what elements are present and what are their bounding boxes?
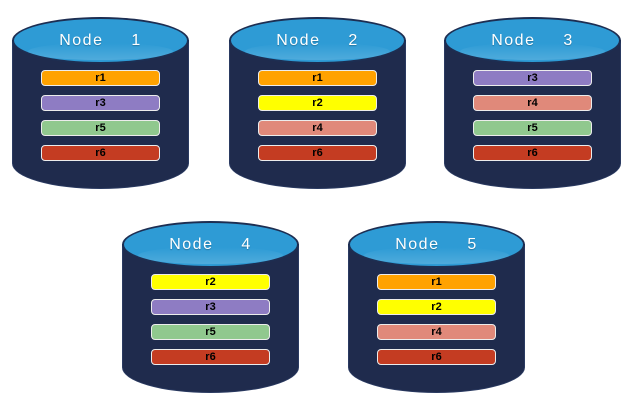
replica-bar: r4 (258, 120, 377, 136)
replica-bar: r1 (258, 70, 377, 86)
node-label: Node 4 (169, 235, 252, 253)
replica-bar-label: r3 (95, 96, 106, 109)
replica-bar-stack: r1 r2 r4 r6 (258, 70, 377, 161)
replica-bar-label: r5 (527, 121, 538, 134)
cylinder-top-ellipse: Node 1 (12, 17, 189, 64)
replica-bar-label: r6 (312, 146, 323, 159)
replica-bar: r3 (151, 299, 270, 315)
node-label: Node 3 (491, 31, 574, 49)
replica-bar-label: r6 (205, 350, 216, 363)
replica-bar: r1 (377, 274, 496, 290)
replica-bar: r6 (473, 145, 592, 161)
replica-bar-label: r6 (431, 350, 442, 363)
cylinder-body (348, 244, 525, 393)
replica-bar-stack: r1 r3 r5 r6 (41, 70, 160, 161)
replica-bar-label: r6 (527, 146, 538, 159)
node-label: Node 2 (276, 31, 359, 49)
cylinder-top-ellipse: Node 5 (348, 221, 525, 268)
replica-bar: r6 (377, 349, 496, 365)
node-cylinder-4: Node 4 r2 r3 r5 r6 (122, 221, 299, 393)
replica-bar: r2 (258, 95, 377, 111)
node-cylinder-1: Node 1 r1 r3 r5 r6 (12, 17, 189, 189)
replica-bar: r6 (41, 145, 160, 161)
node-label: Node 5 (395, 235, 478, 253)
replica-bar: r3 (473, 70, 592, 86)
replica-bar-label: r2 (431, 300, 442, 313)
replica-bar-label: r2 (312, 96, 323, 109)
replica-bar: r5 (473, 120, 592, 136)
node-cylinder-5: Node 5 r1 r2 r4 r6 (348, 221, 525, 393)
replica-bar-label: r4 (527, 96, 538, 109)
replica-bar-stack: r3 r4 r5 r6 (473, 70, 592, 161)
replica-bar-label: r4 (312, 121, 323, 134)
node-cylinder-3: Node 3 r3 r4 r5 r6 (444, 17, 621, 189)
replica-bar: r4 (377, 324, 496, 340)
cylinder-top-ellipse: Node 2 (229, 17, 406, 64)
replica-bar-label: r3 (527, 71, 538, 84)
replica-bar-label: r3 (205, 300, 216, 313)
replica-bar-label: r4 (431, 325, 442, 338)
replica-bar-label: r1 (95, 71, 106, 84)
node-cylinder-2: Node 2 r1 r2 r4 r6 (229, 17, 406, 189)
replica-bar-label: r5 (95, 121, 106, 134)
node-label: Node 1 (59, 31, 142, 49)
replica-bar-label: r1 (312, 71, 323, 84)
replica-bar: r6 (151, 349, 270, 365)
replica-bar-stack: r1 r2 r4 r6 (377, 274, 496, 365)
replica-bar-label: r6 (95, 146, 106, 159)
cylinder-body (444, 40, 621, 189)
replica-bar: r2 (377, 299, 496, 315)
cylinder-body (122, 244, 299, 393)
replica-bar: r1 (41, 70, 160, 86)
replica-bar-stack: r2 r3 r5 r6 (151, 274, 270, 365)
cylinder-body (12, 40, 189, 189)
replica-bar-label: r1 (431, 275, 442, 288)
replica-bar: r6 (258, 145, 377, 161)
cylinder-top-ellipse: Node 3 (444, 17, 621, 64)
replica-bar: r2 (151, 274, 270, 290)
cylinder-body (229, 40, 406, 189)
replica-bar-label: r5 (205, 325, 216, 338)
replica-bar: r5 (41, 120, 160, 136)
replica-bar: r4 (473, 95, 592, 111)
replica-bar: r5 (151, 324, 270, 340)
replica-bar: r3 (41, 95, 160, 111)
cylinder-top-ellipse: Node 4 (122, 221, 299, 268)
replica-bar-label: r2 (205, 275, 216, 288)
